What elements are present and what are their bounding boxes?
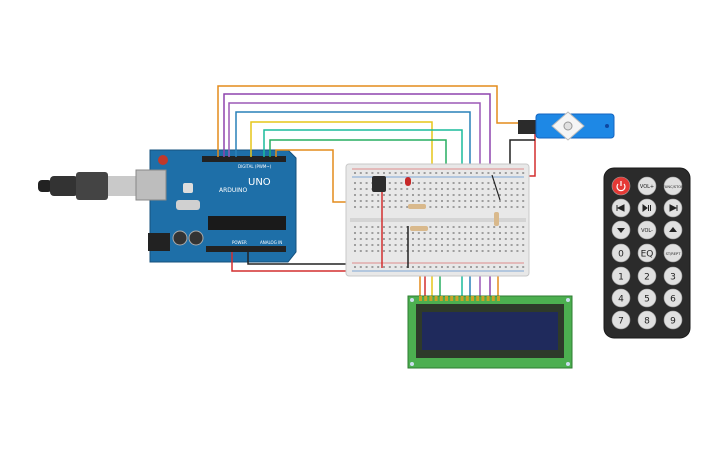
remote-button-1[interactable]: VOL+ <box>637 176 657 196</box>
remote-button-14[interactable]: 3 <box>663 266 683 286</box>
remote-button-11[interactable]: ST/REPT <box>663 243 683 263</box>
remote-button-label: 6 <box>670 295 676 305</box>
remote-button-6[interactable] <box>611 220 631 240</box>
servo-motor <box>518 111 615 141</box>
digital-header-label: DIGITAL (PWM~) <box>238 164 272 169</box>
down-arrow-icon <box>617 228 625 233</box>
remote-button-label: VOL+ <box>640 184 654 190</box>
remote-button-12[interactable]: 1 <box>611 266 631 286</box>
remote-button-3[interactable] <box>611 198 631 218</box>
lcd-display <box>407 295 573 369</box>
remote-button-19[interactable]: 8 <box>637 310 657 330</box>
red-led <box>405 177 411 186</box>
ir-receiver <box>372 176 386 192</box>
breadboard <box>345 163 530 277</box>
power-icon <box>616 181 626 192</box>
remote-button-20[interactable]: 9 <box>663 310 683 330</box>
remote-button-label: FUNC/STOP <box>663 185 684 189</box>
remote-button-7[interactable]: VOL- <box>637 220 657 240</box>
arduino-brand-label: ARDUINO <box>219 187 248 194</box>
resistor-3 <box>494 212 499 226</box>
arduino-board: ARDUINO UNO DIGITAL (PWM~) POWER ANALOG … <box>135 149 297 263</box>
wire-orange-servo <box>217 85 520 157</box>
play-pause-icon <box>642 204 651 212</box>
ir-remote: VOL+ FUNC/STOP VOL- 0 EQ ST/REPT 1 2 3 4 5 6 7 8 9 <box>603 167 691 339</box>
previous-icon <box>616 204 625 212</box>
remote-button-9[interactable]: 0 <box>611 243 631 263</box>
remote-button-16[interactable]: 5 <box>637 288 657 308</box>
remote-button-17[interactable]: 6 <box>663 288 683 308</box>
remote-button-label: 1 <box>618 273 624 283</box>
remote-button-label: 2 <box>644 273 650 283</box>
remote-button-label: 4 <box>618 295 624 305</box>
reset-button[interactable] <box>158 155 168 165</box>
remote-button-label: 0 <box>618 250 624 260</box>
next-icon <box>669 204 678 212</box>
remote-button-label: 5 <box>644 295 650 305</box>
resistor-2 <box>410 226 428 231</box>
remote-button-8[interactable] <box>663 220 683 240</box>
remote-button-label: VOL- <box>641 228 653 234</box>
arduino-model-label: UNO <box>248 177 271 188</box>
remote-button-0[interactable] <box>611 176 631 196</box>
remote-button-18[interactable]: 7 <box>611 310 631 330</box>
remote-button-label: 3 <box>670 273 676 283</box>
up-arrow-icon <box>669 227 677 232</box>
usb-cable <box>38 172 138 200</box>
wire-yellow-lcd <box>250 121 433 190</box>
remote-button-10[interactable]: EQ <box>637 243 657 263</box>
remote-button-13[interactable]: 2 <box>637 266 657 286</box>
remote-button-label: 8 <box>644 317 650 327</box>
remote-button-label: ST/REPT <box>666 252 682 256</box>
power-header-label: POWER <box>232 240 247 245</box>
remote-button-label: EQ <box>641 250 654 260</box>
remote-button-2[interactable]: FUNC/STOP <box>663 176 684 196</box>
analog-header-label: ANALOG IN <box>260 240 282 245</box>
remote-button-4[interactable] <box>637 198 657 218</box>
lcd-screen <box>422 312 558 350</box>
resistor-1 <box>408 204 426 209</box>
remote-button-15[interactable]: 4 <box>611 288 631 308</box>
remote-button-5[interactable] <box>663 198 683 218</box>
remote-button-label: 7 <box>618 317 624 327</box>
remote-button-label: 9 <box>670 317 676 327</box>
